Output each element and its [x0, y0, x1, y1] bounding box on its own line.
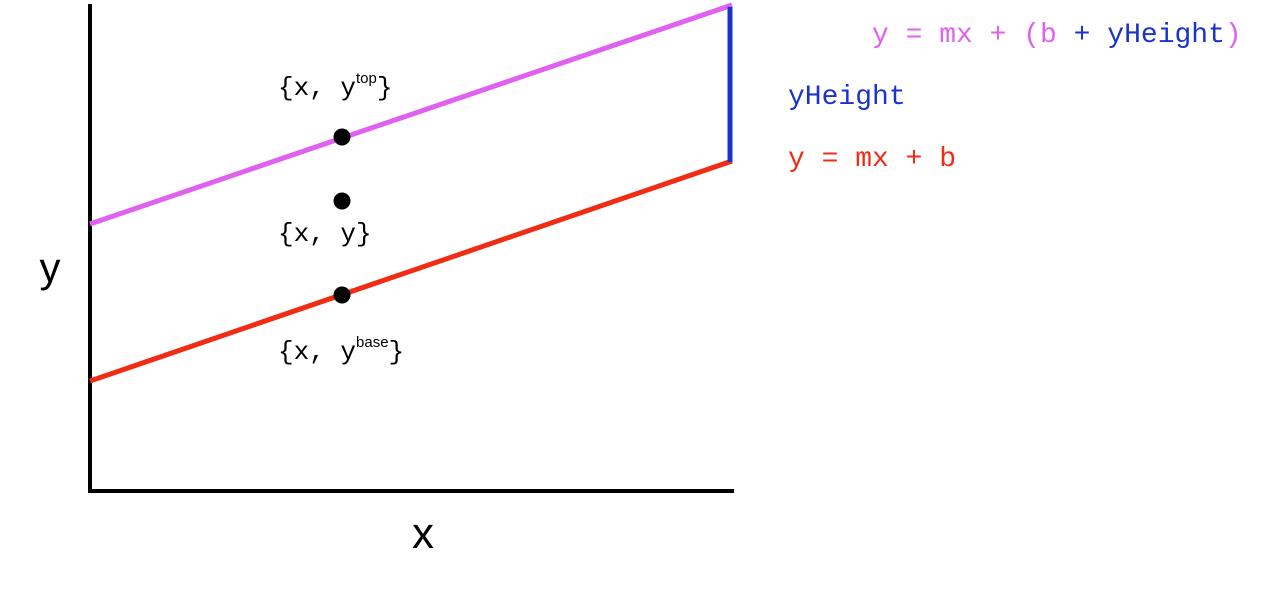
top-equation-suffix: ) [1225, 20, 1242, 51]
point-base-label-sup: base [356, 334, 389, 351]
point-base-label-open: {x, y [278, 337, 356, 367]
point-top-label-sup: top [356, 70, 377, 87]
point-top-label-close: } [377, 73, 393, 103]
top-line [89, 2, 733, 227]
height-label: yHeight [788, 82, 906, 113]
point-top-label-open: {x, y [278, 73, 356, 103]
point-mid [333, 192, 351, 210]
point-base [333, 286, 351, 304]
x-axis-label: x [412, 509, 434, 558]
point-top [333, 128, 351, 146]
base-line [89, 158, 733, 384]
top-equation-var: yHeight [1107, 20, 1225, 51]
y-axis-label: y [40, 244, 61, 291]
top-equation: y = mx + (b + yHeight) [788, 20, 1285, 51]
point-top-label: {x, ytop} [278, 70, 392, 103]
top-equation-prefix: y = mx + (b [872, 20, 1057, 51]
point-mid-label: {x, y} [278, 219, 372, 249]
point-base-label: {x, ybase} [278, 334, 404, 367]
base-equation: y = mx + b [788, 144, 956, 175]
point-base-label-close: } [389, 337, 405, 367]
top-equation-plus: + [1057, 20, 1107, 51]
